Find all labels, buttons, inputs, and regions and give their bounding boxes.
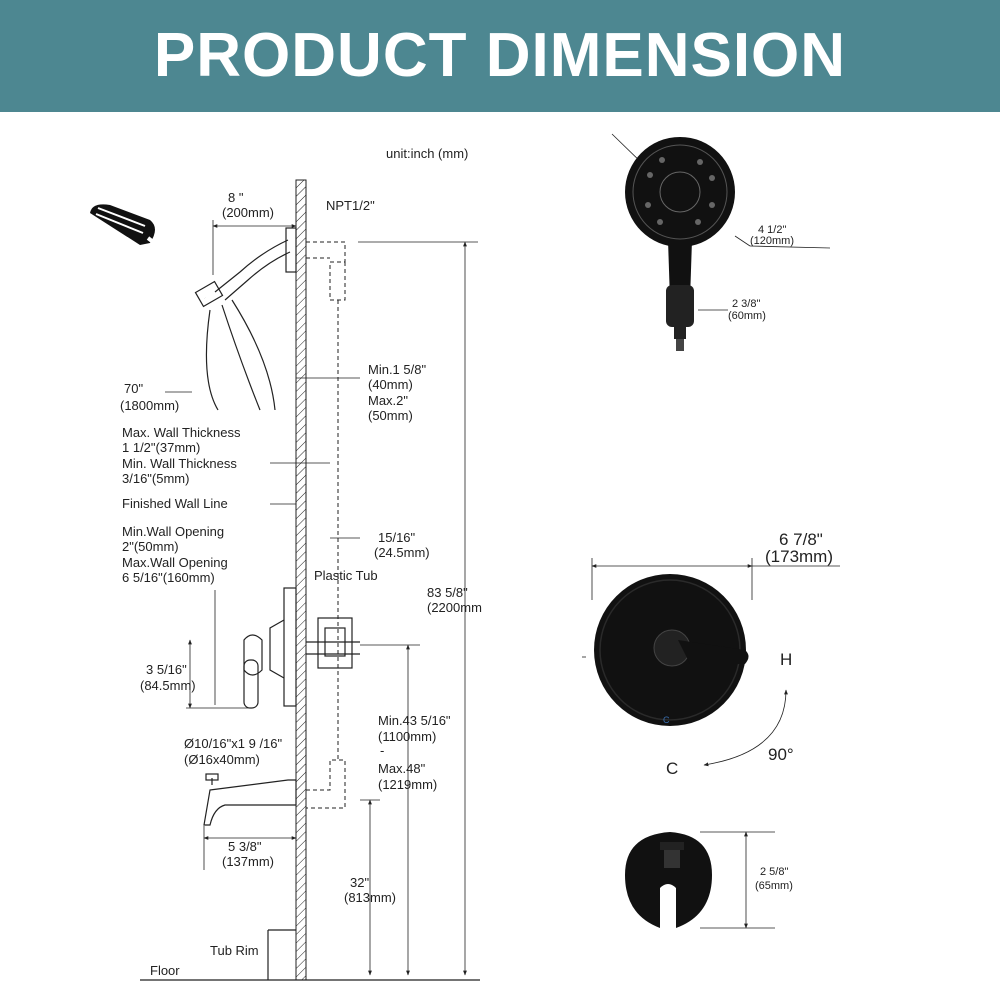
- valve-min-height-label: Min.43 5/16": [378, 713, 451, 728]
- spout-height-front-mm-label: (65mm): [755, 880, 793, 892]
- valve-max-height-mm-label: (1219mm): [378, 777, 437, 792]
- spout-length-label: 5 3/8": [228, 839, 262, 854]
- shower-head-icon: [90, 204, 297, 411]
- pipe-size-mm-label: (Ø16x40mm): [184, 752, 260, 767]
- rotation-label: 90°: [768, 745, 794, 764]
- max-opening-label: Max.Wall Opening: [122, 555, 228, 570]
- arm-length-mm-label: (200mm): [222, 205, 274, 220]
- max-opening-value: 6 5/16"(160mm): [122, 570, 215, 585]
- depth-max-label: Max.2": [368, 393, 408, 408]
- tub-spout-side-icon: [203, 759, 346, 826]
- min-wall-value: 3/16"(5mm): [122, 471, 189, 486]
- cold-label: C: [666, 759, 678, 778]
- tub-rim-label: Tub Rim: [210, 943, 259, 958]
- valve-height-mm-label: (84.5mm): [140, 678, 196, 693]
- spout-height-mm-label: (813mm): [344, 890, 396, 905]
- npt-label: NPT1/2": [326, 198, 375, 213]
- wall: [295, 179, 307, 981]
- valve-height-dash: -: [380, 743, 384, 758]
- hot-label: H: [780, 650, 792, 669]
- cold-mark: C: [663, 715, 670, 725]
- pipe-size-label: Ø10/16"x1 9 /16": [184, 736, 283, 751]
- valve-min-height-mm-label: (1100mm): [378, 729, 436, 744]
- offset-label: 15/16": [378, 530, 416, 545]
- handle-width-label: 2 3/8": [732, 298, 760, 310]
- trim-plate-icon: 6 7/8" (173mm) C H C 90°: [582, 530, 840, 778]
- page-title: PRODUCT DIMENSION: [153, 21, 847, 90]
- depth-min-label: Min.1 5/8": [368, 362, 426, 377]
- head-diameter-mm-label: (120mm): [750, 235, 794, 247]
- offset-mm-label: (24.5mm): [374, 545, 430, 560]
- handle-width-mm-label: (60mm): [728, 310, 766, 322]
- min-opening-label: Min.Wall Opening: [122, 524, 224, 539]
- header-banner: PRODUCT DIMENSION: [0, 0, 1000, 112]
- hand-shower-icon: 4 1/2" (120mm) 2 3/8" (60mm): [611, 133, 831, 351]
- hose-length-label: 70": [124, 381, 143, 396]
- spout-length-mm-label: (137mm): [222, 854, 274, 869]
- side-view: unit:inch (mm) 8 " (200mm) NPT1/2" 70" (…: [90, 146, 482, 981]
- arm-length-label: 8 ": [228, 190, 244, 205]
- finished-wall-label: Finished Wall Line: [122, 496, 228, 511]
- total-height-label: 83 5/8": [427, 585, 468, 600]
- valve-height-label: 3 5/16": [146, 662, 187, 677]
- floor-label: Floor: [150, 963, 180, 978]
- plate-diameter-mm-label: (173mm): [765, 547, 833, 566]
- tub-spout-icon: 2 5/8" (65mm): [625, 831, 793, 929]
- max-wall-label: Max. Wall Thickness: [122, 425, 241, 440]
- spout-height-label: 32": [350, 875, 369, 890]
- spout-height-front-label: 2 5/8": [760, 866, 788, 878]
- plate-diameter-label: 6 7/8": [779, 530, 823, 549]
- hose-length-mm-label: (1800mm): [120, 398, 179, 413]
- total-height-mm-label: (2200mm: [427, 600, 482, 615]
- head-diameter-label: 4 1/2": [758, 224, 786, 236]
- max-wall-value: 1 1/2"(37mm): [122, 440, 200, 455]
- valve-max-height-label: Max.48": [378, 761, 426, 776]
- plastic-tub-label: Plastic Tub: [314, 568, 378, 583]
- depth-min-mm-label: (40mm): [368, 377, 413, 392]
- valve-body: [243, 587, 360, 709]
- unit-label: unit:inch (mm): [386, 146, 468, 161]
- min-opening-value: 2"(50mm): [122, 539, 179, 554]
- depth-max-mm-label: (50mm): [368, 408, 413, 423]
- min-wall-label: Min. Wall Thickness: [122, 456, 237, 471]
